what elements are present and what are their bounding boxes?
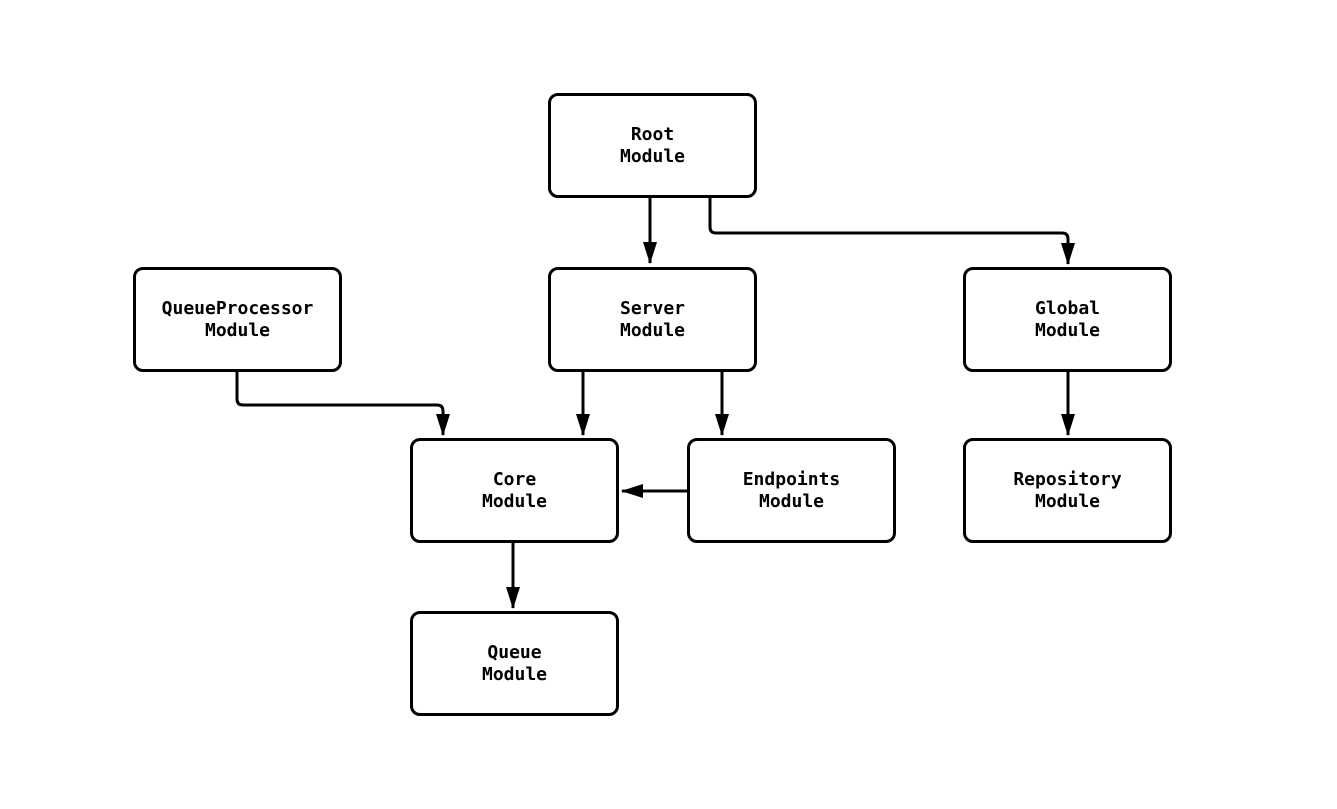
node-server-module: Server Module (548, 267, 757, 372)
node-label-line: Module (758, 490, 825, 512)
node-label-line: Module (1034, 319, 1101, 341)
node-global-module: Global Module (963, 267, 1172, 372)
node-root-module: Root Module (548, 93, 757, 198)
node-label-line: Endpoints (742, 468, 841, 490)
node-label-line: Module (619, 145, 686, 167)
edge-root-to-global (708, 198, 1075, 265)
node-label-line: Module (619, 319, 686, 341)
node-repository-module: Repository Module (963, 438, 1172, 543)
node-queueprocessor-module: QueueProcessor Module (133, 267, 342, 372)
node-label-line: Global (1034, 297, 1101, 319)
node-label-line: Repository (1013, 468, 1122, 490)
node-label-line: Module (481, 663, 548, 685)
node-queue-module: Queue Module (410, 611, 619, 716)
node-label-line: Module (204, 319, 271, 341)
node-label-line: Server (619, 297, 686, 319)
node-label-line: Queue (487, 641, 542, 663)
node-label-line: Module (481, 490, 548, 512)
node-label-line: Core (492, 468, 537, 490)
node-label-line: Root (630, 123, 675, 145)
node-core-module: Core Module (410, 438, 619, 543)
node-label-line: Module (1034, 490, 1101, 512)
node-label-line: QueueProcessor (161, 297, 314, 319)
edge-queueprocessor-to-core (235, 372, 450, 436)
node-endpoints-module: Endpoints Module (687, 438, 896, 543)
